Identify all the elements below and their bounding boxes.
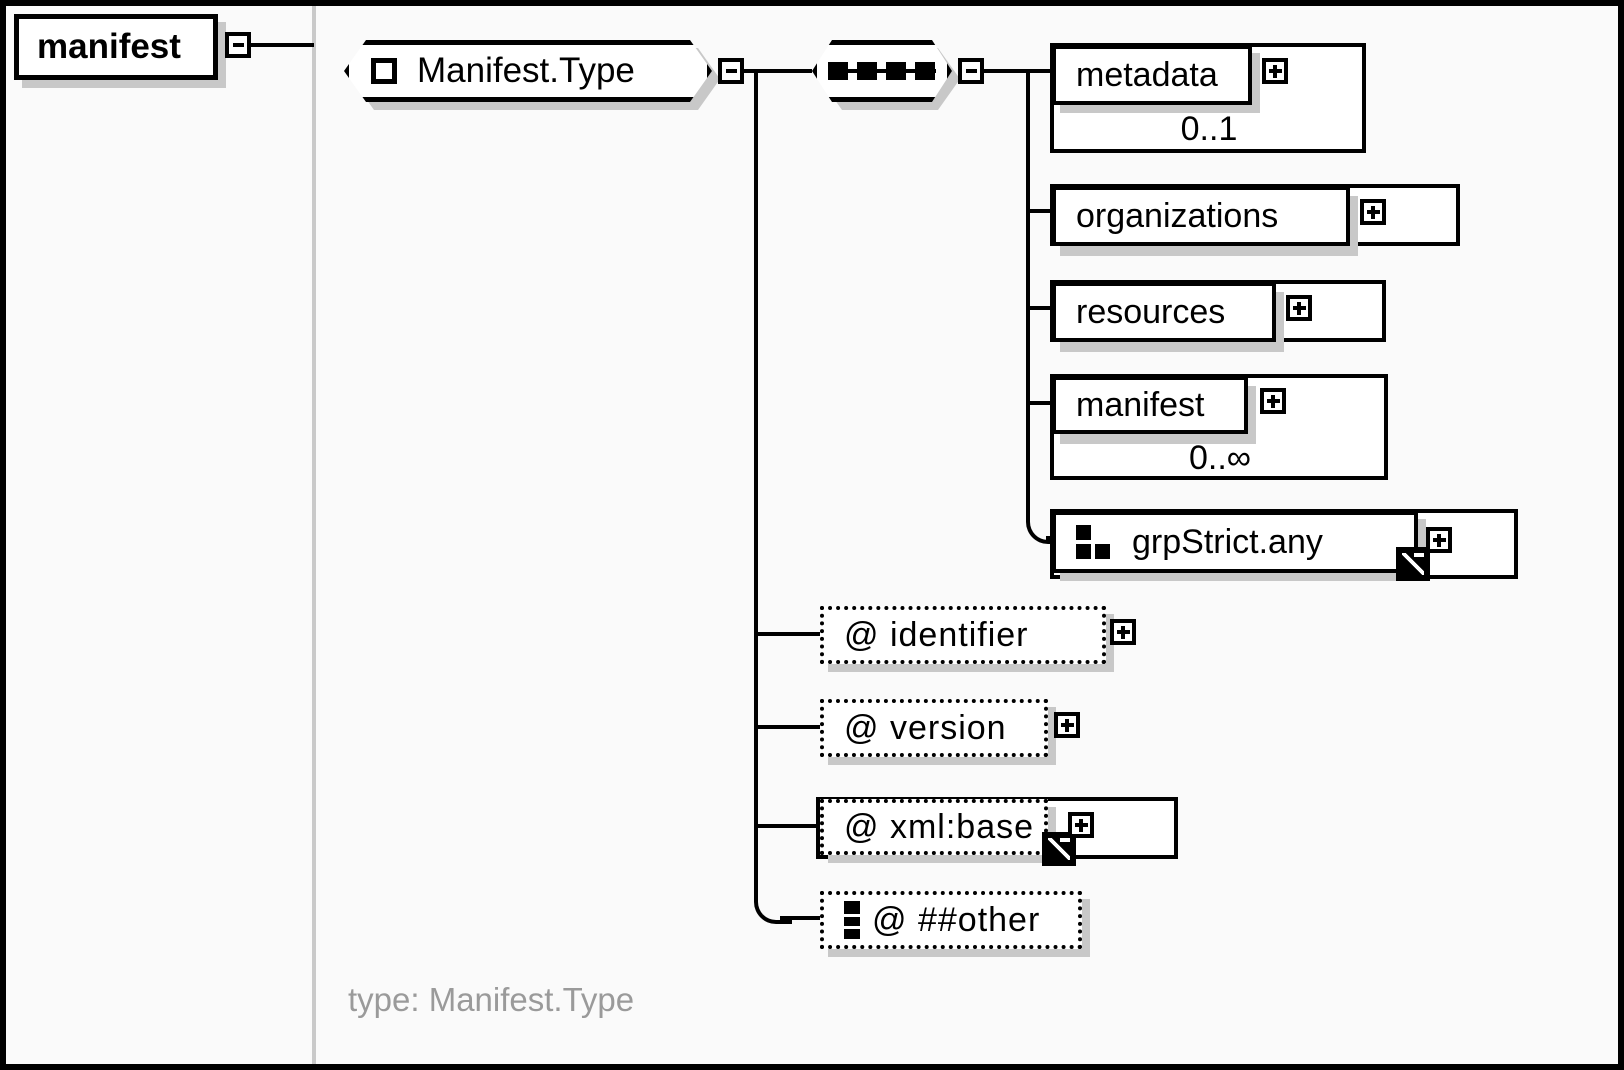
element-organizations-label: organizations [1076,196,1279,235]
element-manifest-recursive[interactable]: manifest [1052,376,1248,434]
children-trunk-elbow [1026,482,1058,544]
element-resources-label: resources [1076,292,1226,331]
type-node-label: Manifest.Type [417,51,635,90]
attribute-version-expand-toggle[interactable] [1054,712,1080,738]
attributes-trunk-elbow [754,844,792,924]
attributes-trunk [754,69,758,859]
sequence-collapse-toggle[interactable] [958,58,984,84]
grpstrict-reference-arrow-icon [1396,547,1430,581]
attribute-version-label: @ version [844,708,1007,747]
footer-type-label: type: Manifest.Type [348,981,635,1018]
branch-manifest [1026,401,1054,405]
branch-anyattr [780,916,822,920]
element-grpstrict-expand-toggle[interactable] [1426,527,1452,553]
element-metadata-label: metadata [1076,55,1218,94]
column-divider [312,6,316,1064]
children-trunk [1026,69,1030,506]
element-resources-expand-toggle[interactable] [1286,295,1312,321]
root-element-manifest[interactable]: manifest [14,14,218,80]
type-node-collapse-toggle[interactable] [718,58,744,84]
root-to-type-connector [251,43,314,47]
sequence-icon [828,62,936,80]
element-grpstrict-any[interactable]: grpStrict.any [1052,511,1418,573]
element-manifest-cardinality: 0..∞ [1188,439,1252,477]
root-element-collapse-toggle[interactable] [225,32,251,58]
element-organizations[interactable]: organizations [1052,186,1350,246]
branch-organizations [1026,209,1054,213]
attribute-identifier[interactable]: @ identifier [820,606,1106,664]
branch-identifier [754,632,820,636]
complex-type-square-icon [371,58,397,84]
attribute-xmlbase-expand-toggle[interactable] [1068,812,1094,838]
type-node-manifest-type[interactable]: Manifest.Type [344,40,712,102]
element-metadata-cardinality: 0..1 [1180,110,1238,148]
attribute-identifier-expand-toggle[interactable] [1110,619,1136,645]
element-metadata[interactable]: metadata [1052,45,1252,105]
attribute-anyattr-label: @ ##other [872,900,1041,939]
sequence-compositor[interactable] [812,40,952,102]
attribute-any-other[interactable]: @ ##other [820,891,1082,949]
branch-resources [1026,306,1054,310]
branch-metadata [1026,69,1054,73]
element-organizations-expand-toggle[interactable] [1360,199,1386,225]
any-attribute-icon [844,901,860,939]
branch-xmlbase [754,824,820,828]
attribute-identifier-label: @ identifier [844,615,1029,654]
element-metadata-expand-toggle[interactable] [1262,58,1288,84]
attribute-version[interactable]: @ version [820,699,1048,757]
element-resources[interactable]: resources [1052,282,1276,342]
sequence-trunk-stub [984,69,1030,73]
element-manifest-expand-toggle[interactable] [1260,388,1286,414]
attribute-xmlbase[interactable]: @ xml:base [820,799,1048,855]
group-icon [1076,525,1110,559]
element-manifest-label: manifest [1076,385,1205,424]
type-to-sequence-connector [744,69,812,73]
root-element-label: manifest [37,27,181,66]
element-grpstrict-label: grpStrict.any [1132,522,1323,561]
attribute-xmlbase-label: @ xml:base [844,807,1035,846]
branch-version [754,725,820,729]
